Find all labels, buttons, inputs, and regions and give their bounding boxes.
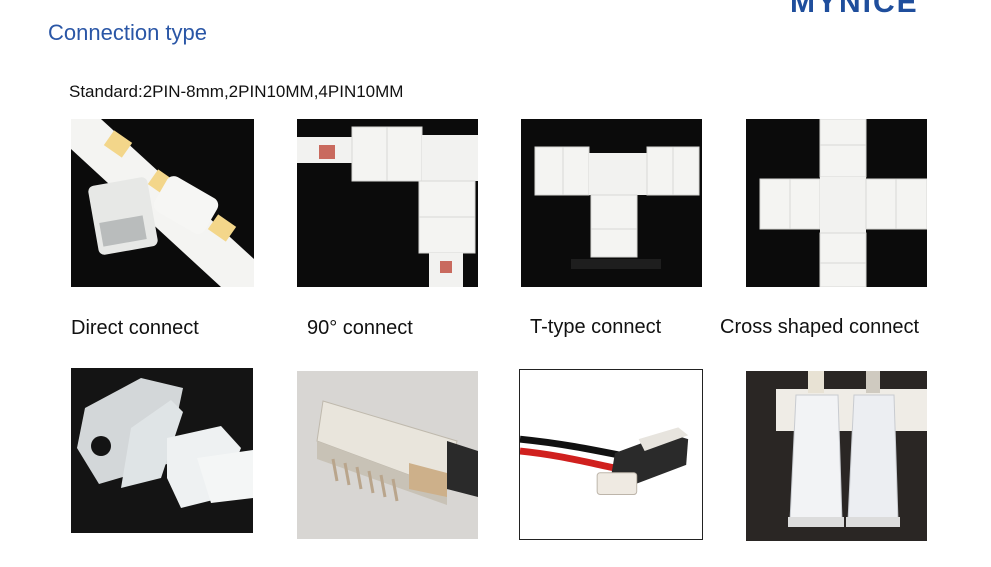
t-type-connect-photo: [521, 119, 702, 287]
caption-t-type-connect: T-type connect: [530, 316, 662, 338]
wire-connector-photo: [519, 369, 703, 540]
standard-spec-text: Standard:2PIN-8mm,2PIN10MM,4PIN10MM: [69, 82, 404, 101]
cross-shaped-connect-photo: [746, 119, 927, 287]
silicone-clip-photo: [71, 368, 253, 533]
90-degree-connect-photo: [297, 119, 478, 287]
caption-direct-connect: Direct connect: [71, 317, 199, 339]
brand-logo: MYNICE: [790, 0, 919, 19]
caption-cross-shaped-connect: Cross shaped connect: [720, 316, 920, 338]
caption-90-degree-connect: 90° connect: [307, 317, 413, 339]
page-title: Connection type: [48, 20, 207, 45]
fpc-connector-photo: [297, 371, 478, 539]
direct-connect-photo: [71, 119, 254, 287]
glue-tubes-photo: [746, 371, 927, 541]
